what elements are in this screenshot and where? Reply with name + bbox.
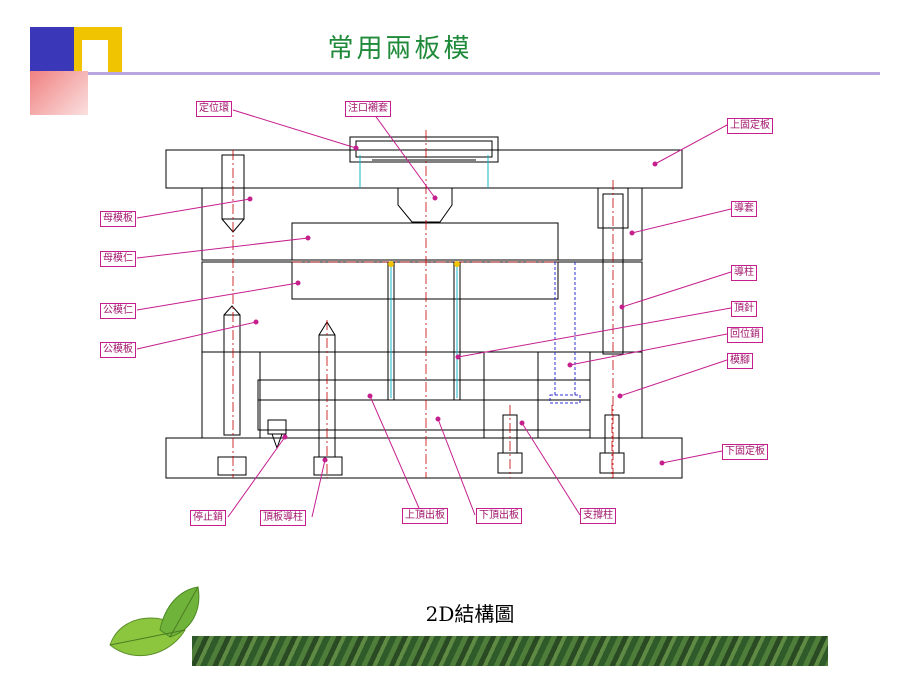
label-guide-bushing: 導套 (731, 201, 757, 217)
leaf-icon (109, 586, 200, 657)
label-sprue-bushing: 注口襯套 (345, 101, 391, 117)
corner-square-blue (30, 27, 74, 71)
label-lower-ejector-plate: 下頂出板 (476, 508, 522, 524)
label-upper-ejector-plate: 上頂出板 (402, 508, 448, 524)
label-locating-ring: 定位環 (196, 101, 232, 117)
label-guide-pin: 導柱 (731, 265, 757, 281)
label-ejector-guide-pin: 頂板導柱 (260, 510, 306, 526)
label-stop-pin: 停止銷 (190, 510, 226, 526)
label-ejector-pin: 頂針 (731, 301, 757, 317)
label-core-plate: 公模板 (100, 342, 136, 358)
label-cavity-insert: 母模仁 (100, 251, 136, 267)
label-support-pillar: 支撐柱 (580, 508, 616, 524)
label-core-insert: 公模仁 (100, 303, 136, 319)
slide-title: 常用兩板模 (327, 34, 473, 64)
corner-square-white-inner (82, 40, 108, 73)
label-return-pin: 回位銷 (727, 327, 763, 343)
label-cavity-plate: 母模板 (100, 211, 136, 227)
label-top-clamp-plate: 上固定板 (727, 118, 773, 134)
title-rule (88, 72, 880, 75)
label-bottom-clamp-plate: 下固定板 (722, 444, 768, 460)
grass-banner (192, 636, 828, 666)
diagram-caption: 2D結構圖 (425, 602, 515, 626)
label-spacer-block: 模腳 (727, 353, 753, 369)
corner-square-red (30, 71, 88, 115)
